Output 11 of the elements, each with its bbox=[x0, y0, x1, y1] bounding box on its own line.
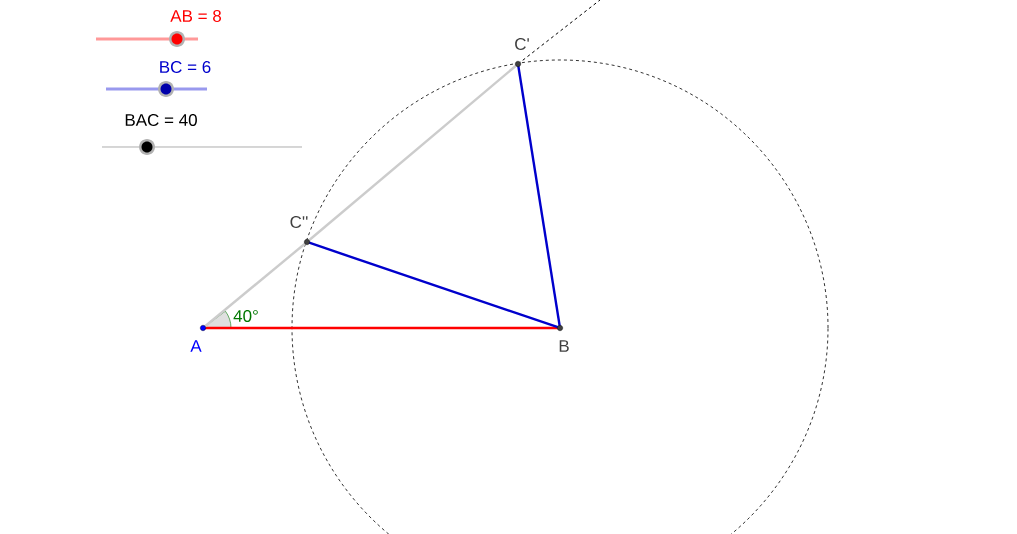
point-label: C'' bbox=[290, 215, 308, 228]
value-label: BC = 6 bbox=[160, 60, 211, 73]
point-label: B bbox=[559, 340, 569, 352]
point-label: C' bbox=[515, 37, 529, 50]
value-label: AB = 8 bbox=[170, 9, 221, 22]
line-segment bbox=[203, 326, 560, 330]
point-label: A bbox=[190, 340, 202, 352]
line-segment bbox=[202, 241, 308, 329]
value-label: BAC = 40 bbox=[125, 113, 197, 126]
value-label: 40° bbox=[233, 309, 258, 322]
line-segment bbox=[306, 63, 519, 243]
